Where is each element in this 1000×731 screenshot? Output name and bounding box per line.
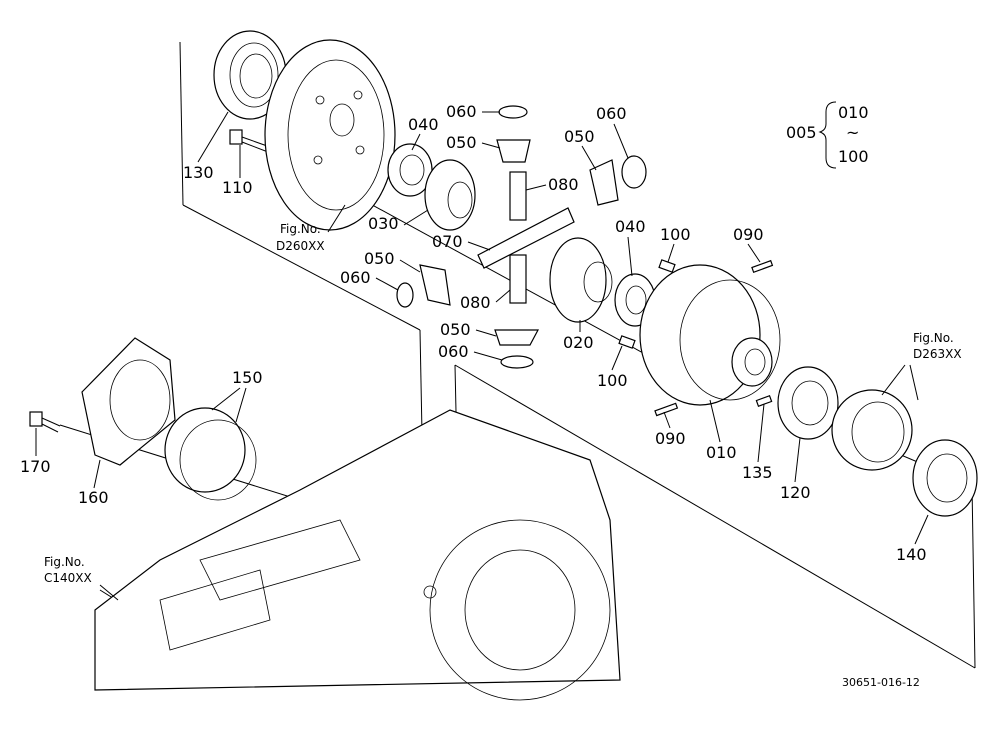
pinion-050-right [589,155,647,206]
shaft-080-upper [509,171,527,221]
callout-040: 040 [408,115,439,134]
fig-ref-d260: Fig.No. D260XX [276,204,346,253]
range-bracket [818,101,837,169]
callout-060: 060 [340,268,371,287]
fig-ref-c140-line2: C140XX [44,571,92,585]
bolt-170 [29,411,61,433]
callout-140: 140 [896,545,927,564]
callout-135: 135 [742,463,773,482]
fig-ref-c140-line1: Fig.No. [44,555,85,569]
range-tilde: ~ [846,123,859,142]
orings-150 [164,407,257,501]
range-end: 100 [838,147,869,166]
pinion-050-bottom [494,329,539,369]
callout-060: 060 [446,102,477,121]
fig-ref-d260-line2: D260XX [276,239,325,253]
housing-160 [81,337,176,466]
callout-060: 060 [438,342,469,361]
callout-050: 050 [446,133,477,152]
callout-050: 050 [440,320,471,339]
pins [618,259,774,417]
callout-080: 080 [460,293,491,312]
fig-ref-d263: Fig.No. D263XX [881,331,962,401]
bolt-110 [229,129,271,153]
callout-090: 090 [733,225,764,244]
differential-case-010 [639,264,781,406]
callout-010: 010 [706,443,737,462]
callout-120: 120 [780,483,811,502]
callout-030: 030 [368,214,399,233]
shaft-070 [477,207,575,269]
callout-130: 130 [183,163,214,182]
callout-050: 050 [564,127,595,146]
callout-110: 110 [222,178,253,197]
callout-020: 020 [563,333,594,352]
transmission-case [94,409,621,701]
pinion-050-top [496,105,531,163]
callout-100: 100 [597,371,628,390]
callout-150: 150 [232,368,263,387]
range-annotation: 005 010 ~ 100 [786,103,869,166]
callout-080: 080 [548,175,579,194]
callout-050: 050 [364,249,395,268]
callout-170: 170 [20,457,51,476]
ring-gear [264,39,396,231]
part-135 [755,395,773,407]
fig-ref-c140: Fig.No. C140XX [44,555,119,601]
callout-labels: 130 110 040 060 050 080 030 070 050 060 … [20,102,927,564]
callout-090: 090 [655,429,686,448]
drawing-code: 30651-016-12 [842,676,920,689]
callout-060: 060 [596,104,627,123]
side-gear-020 [549,237,613,323]
callout-040: 040 [615,217,646,236]
callout-070: 070 [432,232,463,251]
callout-100: 100 [660,225,691,244]
range-start: 010 [838,103,869,122]
callout-160: 160 [78,488,109,507]
pinion-050-left [396,264,451,308]
shaft-080-lower [509,254,527,304]
bearing-120 [777,366,839,440]
fig-ref-d263-line1: Fig.No. [913,331,954,345]
leader-lines [35,111,929,545]
bearing-130 [213,30,287,120]
bearing-140 [912,439,978,517]
fig-ref-d263-line2: D263XX [913,347,962,361]
side-gear-030 [424,159,476,231]
sleeve-d263 [831,389,913,471]
range-code: 005 [786,123,817,142]
fig-ref-d260-line1: Fig.No. [280,222,321,236]
